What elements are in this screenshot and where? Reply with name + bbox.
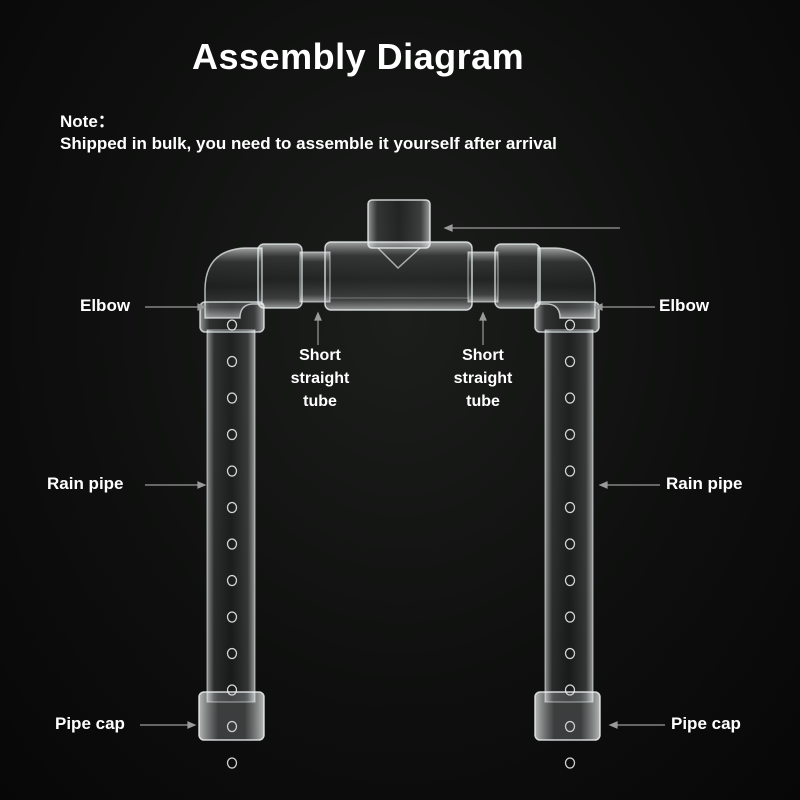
page-title: Assembly Diagram: [192, 36, 525, 77]
pipe-hole: [226, 319, 238, 331]
pipe-hole: [226, 428, 238, 441]
left-pipe-cap: [198, 691, 265, 741]
pointer-rain-pipe-left: [145, 481, 207, 489]
label-elbow-left: Elbow: [80, 296, 131, 315]
right-pipe-cap: [534, 691, 601, 741]
label-elbow-right: Elbow: [659, 296, 710, 315]
pipe-hole: [564, 392, 576, 404]
pipe-hole: [226, 538, 238, 550]
label-short-tube-left: Short straight tube: [290, 347, 350, 410]
pipe-hole: [564, 501, 576, 514]
pipe-hole: [226, 647, 238, 660]
label-rain-pipe-left: Rain pipe: [47, 474, 124, 493]
pointer-pipe-cap-right: [608, 721, 665, 729]
pointer-pipe-cap-left: [140, 721, 197, 729]
note-text: Shipped in bulk, you need to assemble it…: [60, 134, 557, 153]
pointer-short-tube-left: [314, 311, 322, 345]
pipe-hole: [564, 319, 576, 331]
pipe-hole: [564, 538, 576, 550]
right-elbow: [494, 243, 600, 333]
pointer-rain-pipe-right: [598, 481, 660, 489]
label-pipe-cap-right: Pipe cap: [671, 714, 741, 733]
pipe-hole: [564, 647, 576, 660]
pointer-elbow-right: [593, 303, 655, 311]
pipe-hole: [226, 501, 238, 514]
label-rain-pipe-right: Rain pipe: [666, 474, 743, 493]
left-elbow: [199, 243, 303, 333]
pointer-elbow-left: [145, 303, 207, 311]
pipe-hole: [564, 574, 576, 587]
pipe-hole: [226, 465, 238, 477]
label-short-tube-right: Short straight tube: [453, 347, 513, 410]
pointer-short-tube-right: [479, 311, 487, 345]
pipe-hole: [564, 757, 576, 769]
label-pipe-cap-left: Pipe cap: [55, 714, 125, 733]
pipe-hole: [226, 611, 238, 623]
pipe-hole: [564, 428, 576, 441]
right-rain-pipe: [544, 319, 594, 769]
pipe-hole: [226, 757, 238, 769]
pointer-top-tee: [443, 224, 620, 232]
tee-connector: [324, 199, 473, 311]
pipe-hole: [226, 574, 238, 587]
note-label: Note：: [60, 112, 115, 131]
pipe-hole: [226, 392, 238, 404]
pipe-hole: [564, 355, 576, 368]
pipe-hole: [564, 465, 576, 477]
pipe-hole: [226, 355, 238, 368]
pipe-hole: [564, 611, 576, 623]
